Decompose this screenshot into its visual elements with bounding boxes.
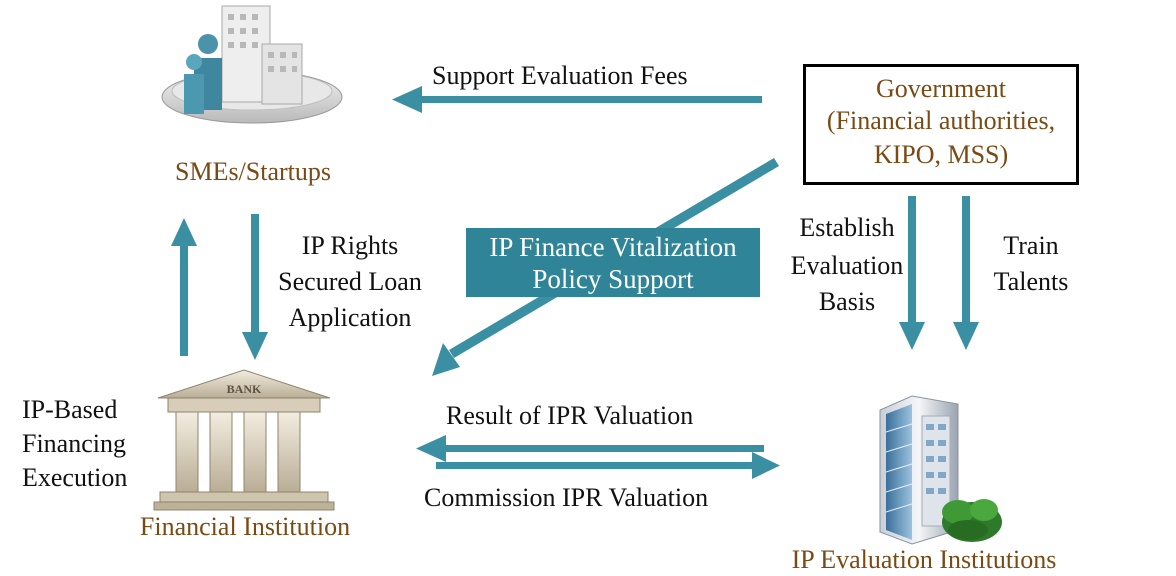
arrow-establish <box>899 196 925 350</box>
financing-execution-line2: Financing <box>22 429 126 458</box>
policy-support-box: IP Finance Vitalization Policy Support <box>466 228 760 297</box>
arrow-train <box>953 196 979 350</box>
evaluation-building-icon <box>879 395 1002 545</box>
establish-line2: Evaluation <box>790 251 904 280</box>
loan-application-line3: Application <box>288 303 412 332</box>
government-title: Government <box>876 74 1006 103</box>
arrow-support-fees <box>392 86 762 113</box>
arrow-loan-application <box>242 214 268 360</box>
bank-sign-text: BANK <box>226 382 262 396</box>
commission-label: Commission IPR Valuation <box>424 483 709 512</box>
government-subtitle-line1: (Financial authorities, <box>826 106 1056 135</box>
loan-application-line2: Secured Loan <box>278 267 422 296</box>
arrow-commission <box>436 452 780 479</box>
financing-execution-line3: Execution <box>22 463 128 492</box>
arrow-financing-execution <box>171 218 197 356</box>
arrow-result <box>416 435 764 462</box>
support-fees-label: Support Evaluation Fees <box>432 61 688 90</box>
establish-line1: Establish <box>799 213 895 242</box>
financial-institution-label: Financial Institution <box>139 512 351 541</box>
loan-application-line1: IP Rights <box>301 231 399 260</box>
ip-evaluation-label: IP Evaluation Institutions <box>791 545 1057 574</box>
train-line2: Talents <box>993 267 1069 296</box>
establish-line3: Basis <box>818 287 876 316</box>
smes-icon <box>161 5 343 124</box>
result-label: Result of IPR Valuation <box>446 401 694 430</box>
train-line1: Train <box>1003 231 1059 260</box>
financing-execution-line1: IP-Based <box>22 395 118 424</box>
government-node: Government (Financial authorities, KIPO,… <box>803 64 1079 185</box>
bank-icon <box>153 369 335 511</box>
policy-support-line1: IP Finance Vitalization <box>489 232 737 262</box>
policy-support-line2: Policy Support <box>532 264 694 294</box>
government-subtitle-line2: KIPO, MSS) <box>873 140 1009 169</box>
smes-label: SMEs/Startups <box>174 157 332 186</box>
